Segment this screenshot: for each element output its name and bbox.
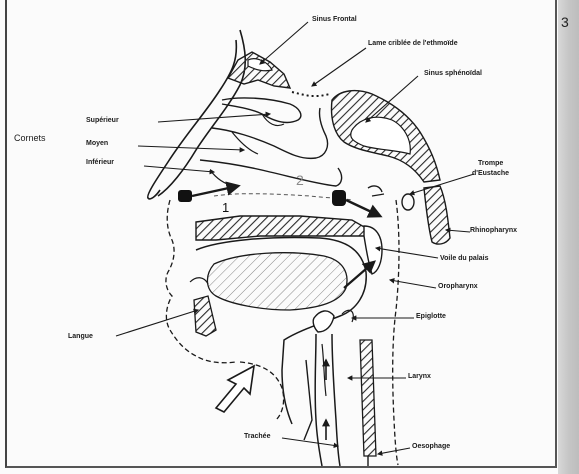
nose-contour [148,30,246,199]
mandible-front-hatched [194,296,216,336]
label-larynx: Larynx [408,373,431,381]
adenoid-hatched [424,186,450,244]
label-langue: Langue [68,333,93,341]
label-lame-criblee: Lame criblée de l'ethmoïde [368,40,458,48]
nasal-floor-line [214,194,352,200]
label-trachee: Trachée [244,433,270,441]
soft-palate [364,226,382,274]
tongue-inner-hatched [207,253,347,310]
label-cornet-superieur: Supérieur [86,117,119,125]
label-cornets: Cornets [14,134,46,144]
middle-turbinate [212,108,328,158]
label-sinus-frontal: Sinus Frontal [312,16,357,24]
lower-turbinate [200,160,342,186]
posterior-pharyngeal-wall [393,200,399,465]
label-cornet-moyen: Moyen [86,140,108,148]
oropharynx-air-arrow [344,262,374,288]
route-number-1: 1 [222,200,229,215]
label-oropharynx: Oropharynx [438,283,478,291]
inspiration-hollow-arrow [216,366,254,412]
label-oesophage: Oesophage [412,443,450,451]
label-rhinopharynx: Rhinopharynx [470,227,517,235]
label-sinus-sphenoidal: Sinus sphénoïdal [424,70,482,78]
label-voile-palais: Voile du palais [440,255,489,263]
airflow-arrow-2 [332,190,380,216]
label-cornet-inferieur: Inférieur [86,159,114,167]
hard-palate-hatched [196,216,366,240]
larynx-trachea-front [315,334,322,466]
cribriform-plate [292,92,330,96]
label-trompe-line2: d'Eustache [472,170,509,178]
upper-turbinate [222,98,301,123]
esophagus-wall [360,340,376,456]
label-trompe-line1: Trompe [478,160,503,168]
epiglottis [313,311,334,332]
route-number-2: 2 [296,172,304,188]
label-epiglotte: Epiglotte [416,313,446,321]
eustachian-tube-opening [368,186,382,192]
eustachian-tube-loop [402,194,414,210]
